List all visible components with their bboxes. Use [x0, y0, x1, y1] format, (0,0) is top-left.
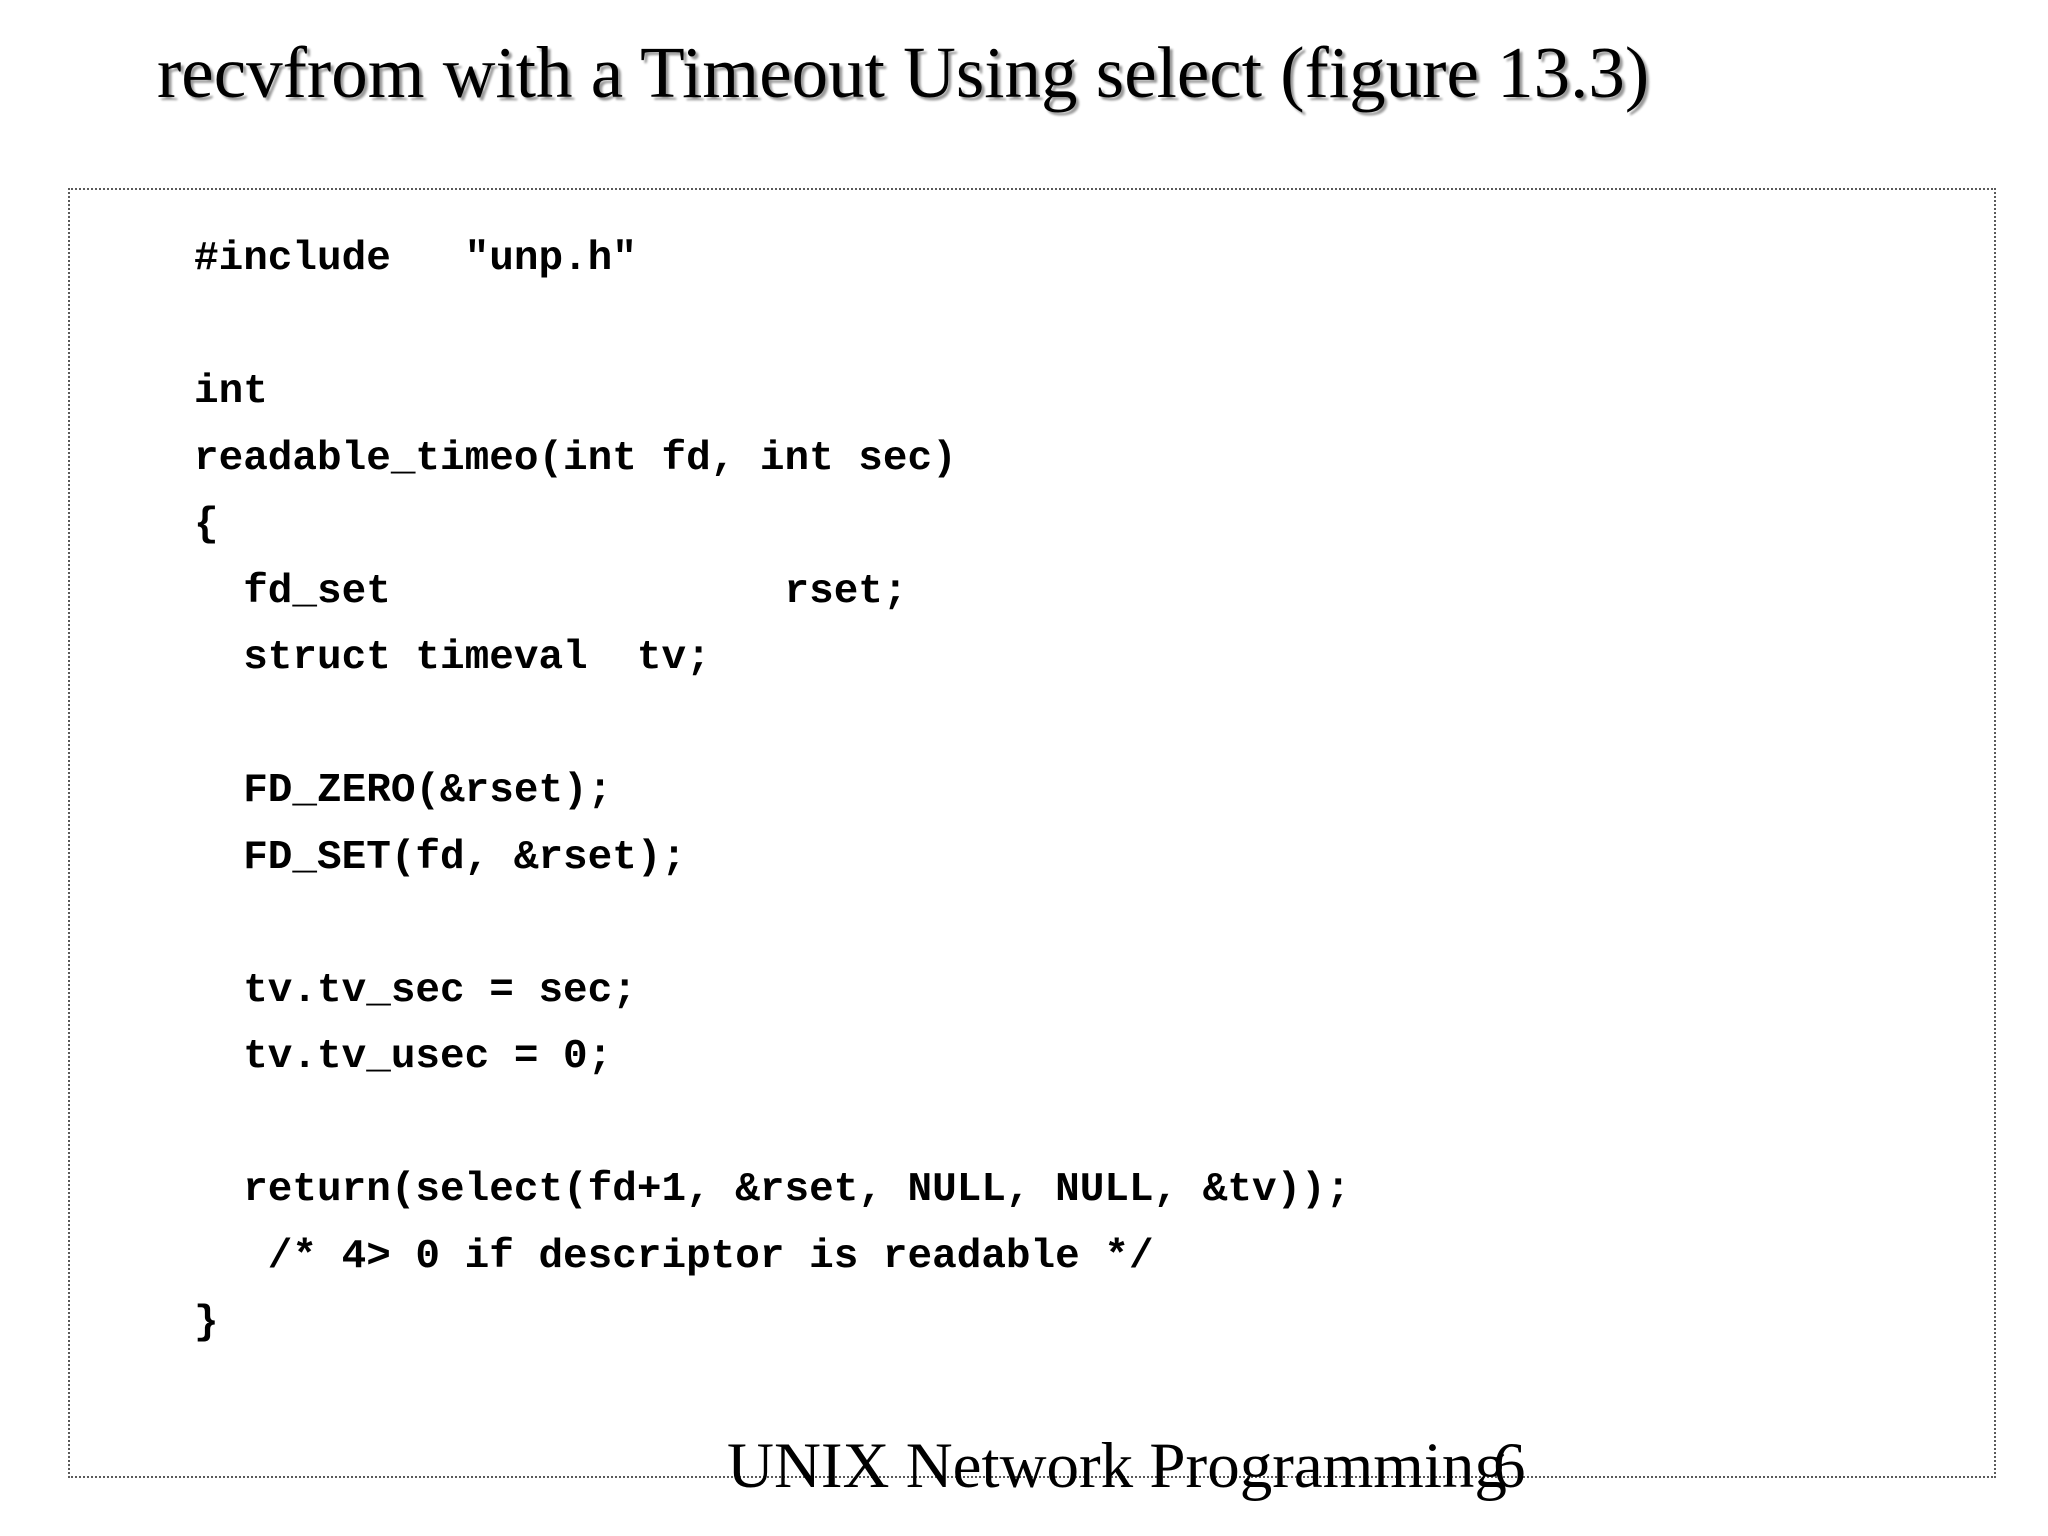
code-line: return(select(fd+1, &rset, NULL, NULL, &…	[194, 1167, 1351, 1213]
code-line: /* 4> 0 if descriptor is readable */	[194, 1233, 1154, 1280]
code-line: {	[194, 502, 219, 548]
code-line: #include "unp.h"	[194, 236, 637, 282]
code-line: FD_SET(fd, &rset);	[194, 834, 687, 881]
code-line: struct timeval tv;	[194, 635, 711, 681]
code-line	[194, 692, 1350, 759]
slide-title: recvfrom with a Timeout Using select (fi…	[157, 32, 1650, 113]
code-line: int	[194, 369, 268, 415]
code-line: FD_ZERO(&rset);	[194, 768, 613, 814]
code-line: tv.tv_usec = 0;	[194, 1034, 613, 1080]
code-line: tv.tv_sec = sec;	[194, 967, 637, 1014]
code-line: }	[194, 1300, 219, 1346]
code-line: fd_set rset;	[194, 568, 908, 615]
page-number: 6	[1493, 1430, 1526, 1502]
code-listing-frame	[68, 188, 1996, 1478]
code-line	[194, 891, 1350, 958]
footer-text: UNIX Network Programming	[727, 1430, 1507, 1502]
code-line	[194, 293, 1350, 360]
code-line: readable_timeo(int fd, int sec)	[194, 435, 957, 482]
code-listing: #include "unp.h" int readable_timeo(int …	[194, 226, 1350, 1357]
code-line	[194, 1091, 1350, 1158]
